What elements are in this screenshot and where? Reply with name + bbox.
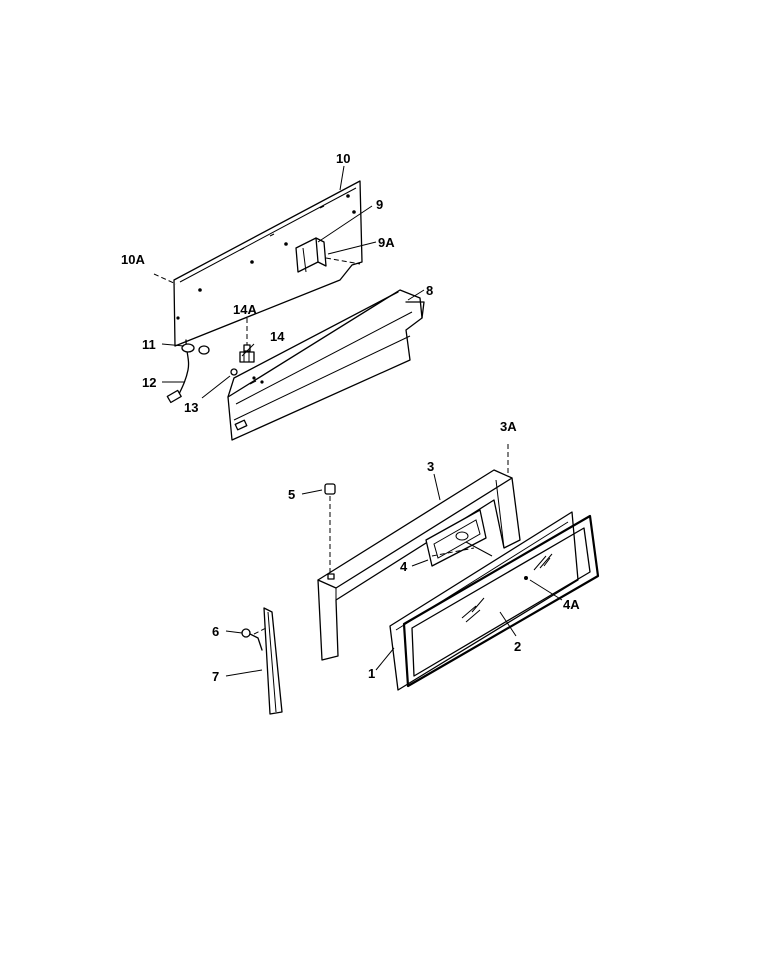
label-12: 12 — [142, 375, 156, 390]
label-4: 4 — [400, 559, 408, 574]
control-housing-part-3 — [317, 469, 521, 661]
label-4a: 4A — [563, 597, 580, 612]
label-3: 3 — [427, 459, 434, 474]
label-9a: 9A — [378, 235, 395, 250]
back-panel-part-10 — [173, 180, 363, 347]
nut-part-13 — [230, 368, 238, 376]
screw-part-6 — [241, 628, 263, 651]
knob-part-5 — [324, 483, 336, 495]
label-10a: 10A — [121, 252, 145, 267]
label-7: 7 — [212, 669, 219, 684]
control-rail-part-8 — [227, 289, 425, 441]
label-1: 1 — [368, 666, 375, 681]
leader-lines — [161, 165, 563, 677]
label-3a: 3A — [500, 419, 517, 434]
front-panel-frame-part-2 — [402, 514, 600, 688]
side-trim-part-7 — [263, 607, 283, 715]
assembly-line-4 — [431, 547, 475, 557]
display-window-part-4 — [425, 509, 493, 567]
label-13: 13 — [184, 400, 198, 415]
switch-part-14 — [239, 344, 255, 363]
label-8: 8 — [426, 283, 433, 298]
label-11: 11 — [142, 337, 156, 352]
label-14: 14 — [270, 329, 285, 344]
label-14a: 14A — [233, 302, 257, 317]
clip-part-11 — [181, 343, 210, 355]
bracket-part-9 — [295, 237, 327, 273]
label-10: 10 — [336, 151, 350, 166]
assembly-line-6 — [253, 627, 267, 635]
assembly-line-10a — [153, 273, 177, 285]
label-2: 2 — [514, 639, 521, 654]
label-9: 9 — [376, 197, 383, 212]
label-6: 6 — [212, 624, 219, 639]
label-5: 5 — [288, 487, 295, 502]
assembly-line-9a — [325, 257, 361, 265]
